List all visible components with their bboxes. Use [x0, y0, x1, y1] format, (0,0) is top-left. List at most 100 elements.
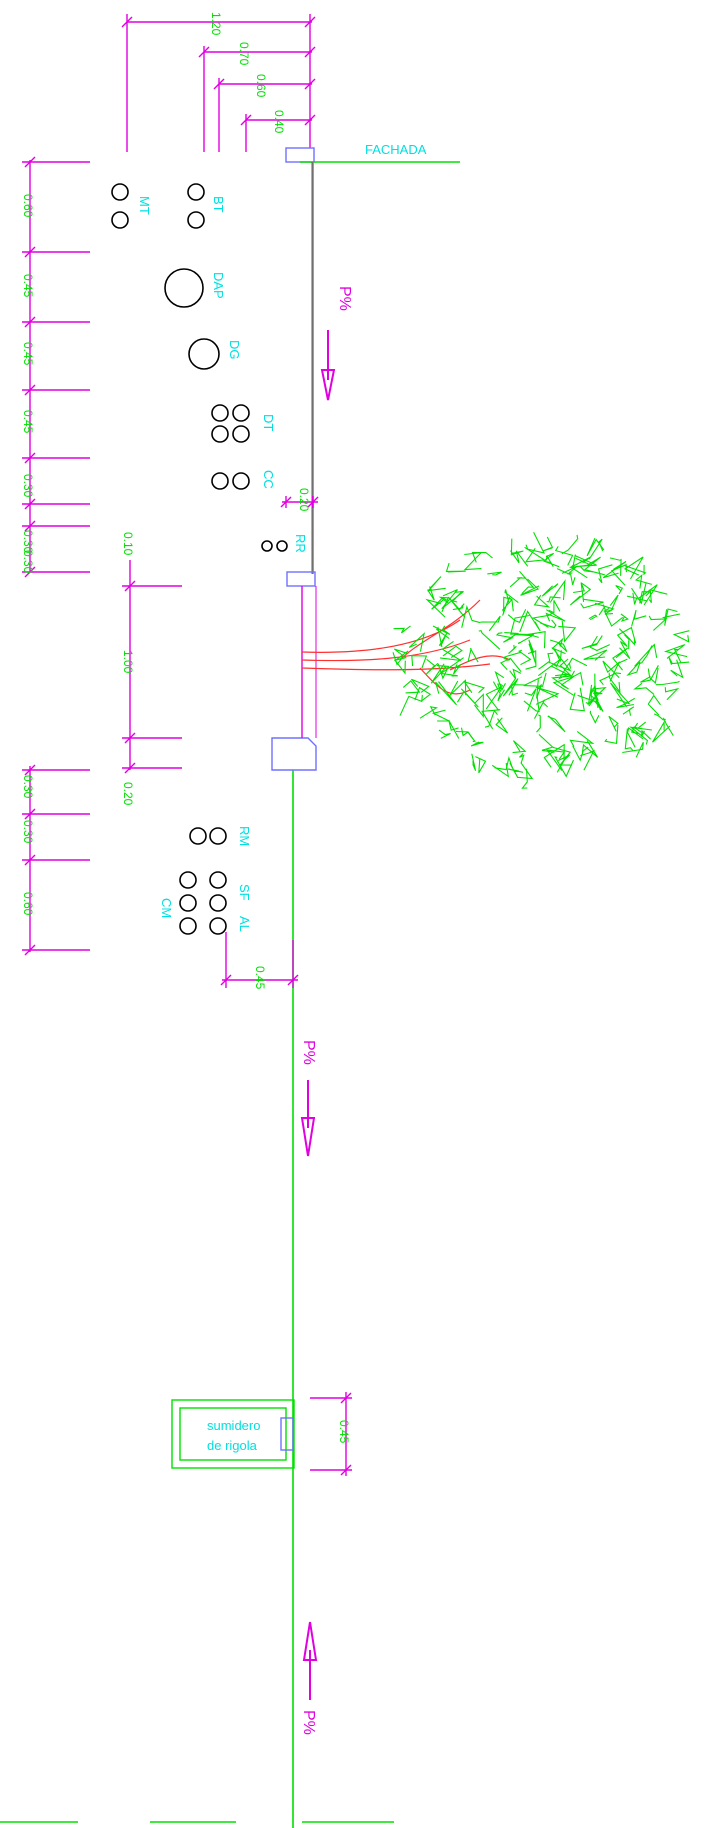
tree-foliage-stroke [487, 571, 502, 576]
tree-foliage-stroke [523, 696, 540, 713]
tree-foliage-stroke [427, 576, 446, 592]
fachada-label: FACHADA [365, 142, 427, 157]
service-circles-lower [179, 827, 227, 935]
tree-foliage-stroke [556, 568, 576, 586]
dg-circle [188, 338, 220, 370]
tree-foliage-stroke [495, 632, 514, 639]
tree-foliage-stroke [636, 584, 658, 606]
cm-circle-3 [179, 917, 197, 935]
cc-label: CC [261, 470, 276, 489]
dim-al: 0.45 [253, 966, 267, 990]
tree-foliage-stroke [552, 746, 573, 766]
tree-foliage-stroke [438, 633, 448, 647]
tree-foliage-stroke [431, 709, 450, 722]
tree-foliage-stroke [494, 755, 514, 771]
tree-foliage-stroke [558, 621, 577, 643]
tree-foliage-stroke [435, 681, 457, 706]
dim-top-040: 0.40 [272, 110, 286, 134]
dim-lower-2: 0.30 [21, 820, 35, 844]
tree-foliage-stroke [519, 753, 525, 764]
tree-foliage-stroke [604, 594, 619, 613]
tree-foliage-stroke [511, 684, 527, 696]
bt-label: BT [211, 196, 226, 213]
tree-foliage-stroke [586, 537, 605, 557]
tree-foliage-stroke [670, 659, 684, 679]
tree-foliage-stroke [568, 657, 588, 669]
tree-foliage-stroke [509, 577, 527, 588]
tree-foliage-stroke [551, 658, 573, 678]
bt-circle-1 [187, 183, 205, 201]
tree-foliage-stroke [523, 672, 547, 687]
tree-foliage-stroke [399, 694, 423, 716]
tree-foliage-stroke [608, 715, 619, 732]
tree-foliage-stroke [467, 647, 479, 663]
tree-foliage-stroke [518, 649, 532, 666]
tree-foliage-stroke [647, 694, 661, 716]
tree-foliage-stroke [673, 648, 682, 664]
tree-foliage-stroke [634, 573, 652, 589]
tree-pit [271, 571, 317, 771]
slope-label-1: P% [336, 286, 353, 311]
tree-foliage-stroke [570, 556, 591, 579]
tree-icon [301, 531, 690, 789]
tree-foliage-stroke [449, 679, 467, 696]
sumidero-grate [280, 1417, 294, 1451]
cm-circle-2 [179, 894, 197, 912]
tree-foliage-stroke [456, 688, 479, 708]
dim-left-6: 0.30 [21, 530, 35, 554]
tree-foliage-stroke [525, 650, 537, 670]
tree-foliage-stroke [552, 676, 575, 696]
sf-circle-2 [209, 894, 227, 912]
tree-foliage-stroke [630, 722, 639, 735]
tree-foliage-stroke [525, 531, 546, 554]
tree-foliage-stroke [414, 686, 432, 702]
tree-foliage-stroke [539, 619, 557, 629]
tree-foliage-stroke [536, 714, 541, 733]
tree-foliage-stroke [474, 693, 484, 719]
tree-foliage-stroke [494, 670, 506, 692]
dim-top-060: 0.60 [254, 74, 268, 98]
tree-foliage-stroke [508, 644, 517, 655]
tree-foliage-stroke [543, 743, 565, 768]
rr-label: RR [293, 534, 308, 553]
tree-foliage-stroke [502, 678, 519, 697]
tree-foliage-stroke [533, 594, 551, 608]
slope-arrow-3 [302, 1621, 318, 1700]
tree-foliage-stroke [545, 554, 554, 567]
tree-foliage-stroke [484, 709, 498, 728]
mt-circle-2 [111, 211, 129, 229]
tree-foliage-stroke [546, 749, 566, 771]
cc-circle-2 [232, 472, 250, 490]
tree-foliage-stroke [549, 639, 568, 652]
tree-foliage-stroke [548, 646, 572, 672]
tree-foliage-stroke [572, 745, 589, 762]
slope-arrow-icon [320, 330, 336, 401]
dim-left-3: 0.45 [21, 342, 35, 366]
tree-foliage-stroke [623, 564, 647, 576]
tree-foliage-stroke [536, 679, 543, 699]
dim-rr: 0.20 [297, 488, 311, 512]
tree-foliage-stroke [626, 661, 641, 677]
tree-foliage-stroke [608, 672, 621, 694]
tree-foliage-stroke [502, 651, 521, 662]
tree-dimensions [122, 560, 182, 774]
cc-circle-1 [211, 472, 229, 490]
tree-foliage-stroke [448, 720, 460, 739]
slope-label-2: P% [300, 1040, 317, 1065]
tree-foliage-stroke [647, 667, 659, 684]
tree-foliage-stroke [555, 663, 570, 680]
tree-foliage-stroke [602, 561, 627, 579]
slope-label-3: P% [300, 1710, 317, 1735]
tree-foliage-stroke [499, 657, 522, 672]
tree-foliage-stroke [452, 664, 462, 675]
tree-foliage-stroke [496, 683, 504, 693]
tree-foliage-stroke [461, 605, 481, 628]
tree-foliage-stroke [535, 686, 560, 705]
tree-foliage-stroke [442, 645, 463, 658]
dim-left-5: 0.30 [21, 474, 35, 498]
tree-foliage-stroke [578, 564, 597, 573]
tree-foliage-stroke [549, 579, 566, 603]
tree-foliage-stroke [633, 682, 655, 696]
al-label: AL [237, 916, 252, 932]
